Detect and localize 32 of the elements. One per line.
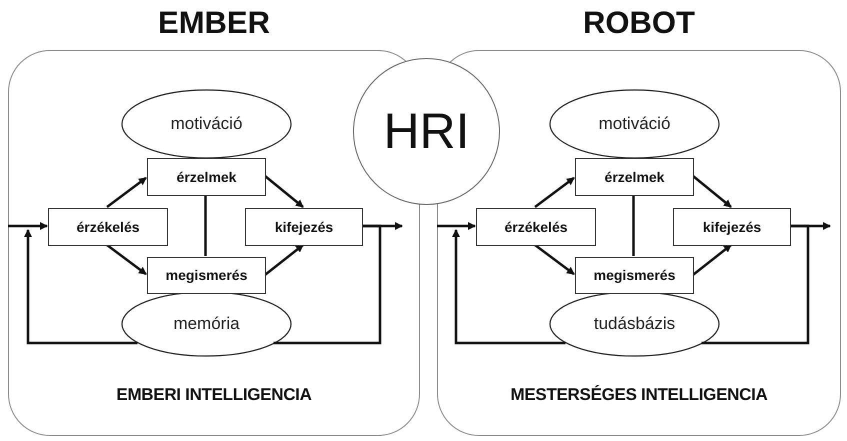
arrow bbox=[264, 244, 304, 276]
panel-heading: ROBOT bbox=[582, 4, 696, 42]
process-box: megismerés bbox=[147, 257, 266, 294]
connector-line bbox=[632, 195, 635, 256]
process-box: érzelmek bbox=[575, 158, 694, 196]
process-box: érzékelés bbox=[476, 208, 596, 246]
ellipse-node: motiváció bbox=[121, 89, 292, 159]
arrow bbox=[692, 175, 732, 208]
connector-line bbox=[702, 224, 810, 344]
connector-line bbox=[274, 224, 382, 344]
arrow bbox=[24, 229, 138, 344]
arrow bbox=[437, 222, 476, 230]
panel-caption: MESTERSÉGES INTELLIGENCIA bbox=[510, 384, 768, 406]
ellipse-node: motiváció bbox=[549, 89, 720, 159]
arrow bbox=[534, 176, 575, 208]
arrow bbox=[534, 244, 575, 276]
process-box: megismerés bbox=[575, 257, 694, 294]
process-box: kifejezés bbox=[245, 208, 363, 246]
arrow bbox=[8, 222, 48, 230]
process-box: kifejezés bbox=[673, 208, 791, 246]
arrow bbox=[106, 244, 147, 276]
arrow bbox=[264, 175, 304, 208]
ellipse-node: memória bbox=[121, 291, 292, 357]
connector-line bbox=[204, 195, 207, 256]
arrow bbox=[106, 176, 147, 208]
arrow bbox=[692, 244, 732, 276]
process-box: érzékelés bbox=[48, 208, 168, 246]
process-box: érzelmek bbox=[147, 158, 266, 196]
arrow bbox=[452, 229, 566, 344]
panel-heading: EMBER bbox=[157, 4, 271, 42]
ellipse-node: tudásbázis bbox=[549, 291, 720, 357]
panel-caption: EMBERI INTELLIGENCIA bbox=[115, 384, 313, 406]
